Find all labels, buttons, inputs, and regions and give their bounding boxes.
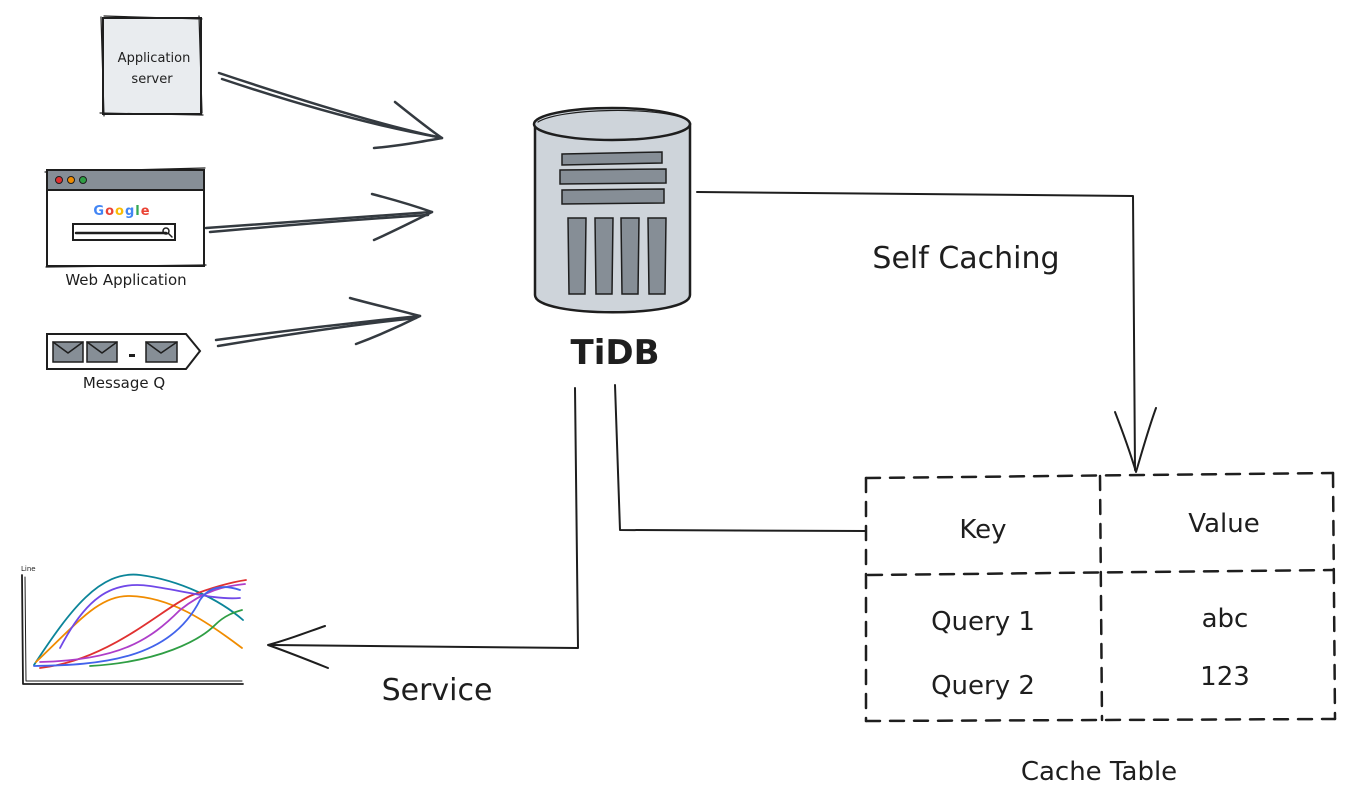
chart-series-line	[89, 609, 243, 667]
application-server-node: Application server	[99, 15, 204, 117]
table-right-border	[1331, 471, 1337, 721]
table-row-2-value: 123	[1200, 662, 1250, 692]
table-header-value: Value	[1188, 509, 1259, 539]
chart-series-group	[33, 573, 247, 669]
application-server-line1: Application	[118, 51, 191, 66]
message-queue-node: Message Q	[46, 333, 202, 392]
tidb-database-node: TiDB	[532, 106, 692, 373]
chart-series-line	[39, 579, 247, 669]
window-maximize-dot-icon	[79, 176, 87, 184]
chart-axes	[21, 574, 244, 685]
google-brand-logo: Google	[93, 204, 150, 219]
table-header-divider	[866, 568, 1335, 577]
chart-series-line	[33, 586, 241, 667]
cache-table: Key Value Query 1 abc Query 2 123 Cache …	[864, 471, 1337, 787]
tidb-label: TiDB	[571, 333, 660, 373]
self-caching-label: Self Caching	[872, 241, 1059, 276]
table-top-border	[864, 471, 1335, 480]
message-queue-label: Message Q	[83, 374, 165, 392]
input-arrow-message-queue	[214, 296, 422, 348]
cache-connector-line	[614, 384, 867, 532]
chart-title: Line	[21, 565, 36, 573]
browser-title-bar	[46, 169, 205, 191]
application-server-line2: server	[131, 72, 173, 87]
input-arrow-web-app	[204, 192, 434, 242]
cache-table-caption: Cache Table	[1021, 757, 1177, 787]
line-chart-thumbnail: Line	[21, 565, 247, 685]
table-row-1-key: Query 1	[931, 607, 1035, 637]
table-bottom-border	[864, 717, 1337, 723]
window-minimize-dot-icon	[67, 176, 75, 184]
table-column-divider	[1098, 474, 1104, 722]
queue-ellipsis-dot	[129, 354, 135, 357]
chart-series-line	[59, 584, 241, 649]
table-row-2-key: Query 2	[931, 671, 1035, 701]
window-close-dot-icon	[55, 176, 63, 184]
service-label: Service	[382, 673, 493, 708]
search-icon	[162, 227, 170, 235]
self-caching-arrow: Self Caching	[696, 191, 1157, 473]
database-stripe-rows	[559, 151, 667, 205]
input-arrow-app-server	[217, 71, 444, 150]
web-application-node: Google Web Application	[44, 167, 207, 289]
service-arrow: Service	[267, 387, 579, 708]
database-stripe-columns	[567, 217, 667, 295]
envelope-icon	[86, 341, 118, 363]
envelope-icon	[52, 341, 84, 363]
table-row-1-value: abc	[1202, 604, 1249, 634]
envelope-icon	[145, 341, 178, 363]
web-application-label: Web Application	[65, 271, 186, 289]
chart-series-line	[33, 573, 244, 666]
table-header-key: Key	[959, 515, 1006, 545]
